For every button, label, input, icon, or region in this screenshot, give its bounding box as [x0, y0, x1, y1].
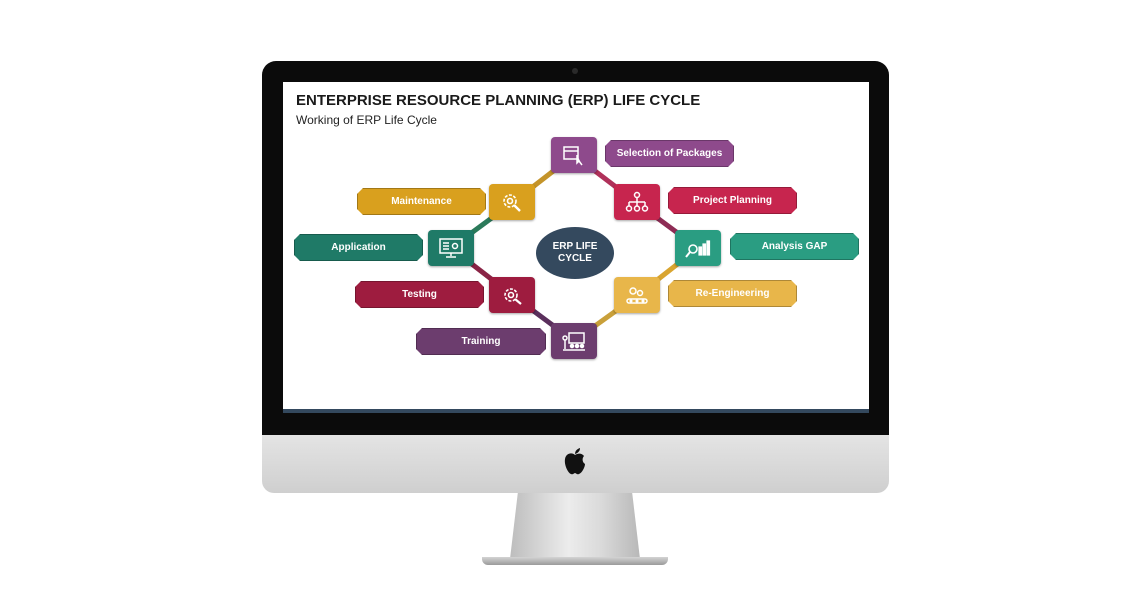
- stage-label-testing: Testing: [355, 281, 484, 308]
- wrench-gear-icon: [489, 184, 535, 220]
- monitor-bezel: ENTERPRISE RESOURCE PLANNING (ERP) LIFE …: [262, 61, 889, 435]
- stage-label-analysis-gap: Analysis GAP: [730, 233, 859, 260]
- monitor-stand: [510, 493, 640, 559]
- camera-icon: [572, 68, 578, 74]
- imac-monitor: ENTERPRISE RESOURCE PLANNING (ERP) LIFE …: [262, 61, 889, 493]
- training-presentation-icon: [551, 323, 597, 359]
- analysis-chart-icon: [675, 230, 721, 266]
- org-chart-icon: [614, 184, 660, 220]
- monitor-chin: [262, 435, 889, 493]
- stage-label-application: Application: [294, 234, 423, 261]
- gears-conveyor-icon: [614, 277, 660, 313]
- center-label: ERP LIFE CYCLE: [552, 241, 598, 264]
- gear-wrench-icon: [489, 277, 535, 313]
- monitor-stand-foot: [482, 557, 668, 565]
- apple-logo-icon: [564, 448, 585, 475]
- stage-label-project-planning: Project Planning: [668, 187, 797, 214]
- stage-label-training: Training: [416, 328, 546, 355]
- monitor-screen: ENTERPRISE RESOURCE PLANNING (ERP) LIFE …: [283, 82, 869, 413]
- stage-label-maintenance: Maintenance: [357, 188, 486, 215]
- monitor-settings-icon: [428, 230, 474, 266]
- package-selection-icon: [551, 137, 597, 173]
- slide-subtitle: Working of ERP Life Cycle: [296, 113, 437, 127]
- stage-label-selection-of-packages: Selection of Packages: [605, 140, 734, 167]
- screen-bottom-bar: [283, 409, 869, 413]
- slide-title: ENTERPRISE RESOURCE PLANNING (ERP) LIFE …: [296, 92, 701, 109]
- erp-life-cycle-center: ERP LIFE CYCLE: [536, 227, 614, 279]
- stage-label-re-engineering: Re-Engineering: [668, 280, 797, 307]
